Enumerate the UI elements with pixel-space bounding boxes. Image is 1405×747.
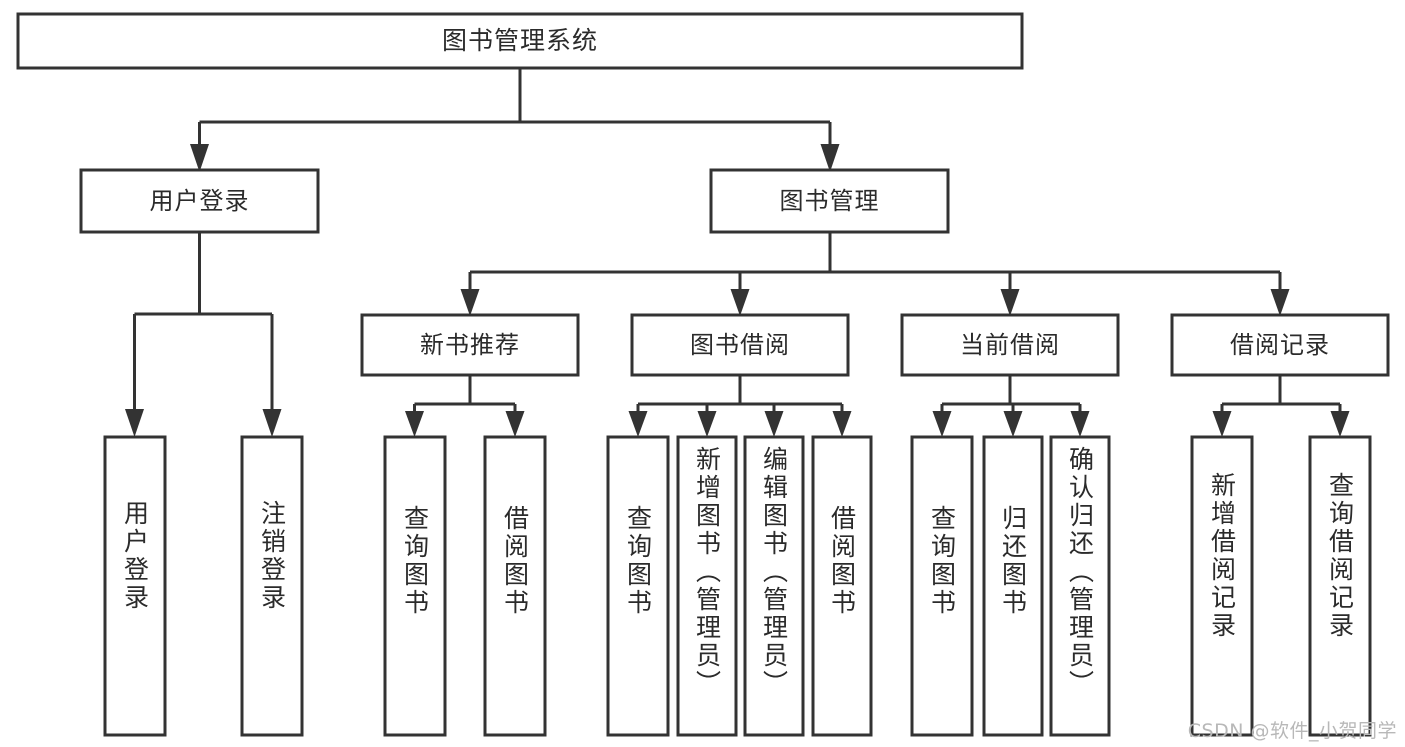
node-book-manage[interactable]: 图书管理 (709, 168, 950, 234)
watermark: CSDN @软件_小贺同学 (1187, 720, 1397, 742)
connectors-layer (125, 68, 1350, 437)
leaf-add-book-box[interactable] (676, 435, 738, 737)
leaf-user-logout-box[interactable] (240, 435, 304, 737)
arrow-head-leaf-confirm-return (1070, 411, 1090, 437)
node-borrow-record-label: 借阅记录 (1230, 331, 1330, 359)
arrow-head-leaf-query-book-1 (405, 411, 424, 437)
node-current-borrow-label: 当前借阅 (960, 331, 1060, 359)
arrow-head-leaf-query-book-2 (628, 411, 648, 437)
node-book-borrow[interactable]: 图书借阅 (630, 313, 850, 377)
arrow-head-leaf-borrow-book-2 (832, 411, 852, 437)
nodes-layer: 图书管理系统 用户登录 图书管理 新书推荐 图书借阅 当前 (16, 12, 1390, 737)
arrow-head-new-book-rec (460, 289, 480, 316)
leaf-user-login-box[interactable] (103, 435, 167, 737)
node-current-borrow-box[interactable] (900, 313, 1120, 377)
node-new-book-rec-label: 新书推荐 (420, 331, 520, 359)
arrow-head-leaf-user-login (125, 409, 144, 437)
node-book-borrow-box[interactable] (630, 313, 850, 377)
node-root[interactable]: 图书管理系统 (16, 12, 1024, 70)
node-root-label: 图书管理系统 (442, 26, 598, 55)
node-root-box[interactable] (16, 12, 1024, 70)
node-borrow-record-box[interactable] (1170, 313, 1390, 377)
leaf-add-record-box[interactable] (1190, 435, 1254, 737)
node-new-book-rec[interactable]: 新书推荐 (360, 313, 580, 377)
leaf-query-book-2-box[interactable] (606, 435, 670, 737)
node-current-borrow[interactable]: 当前借阅 (900, 313, 1120, 377)
arrow-head-book-manage (820, 144, 840, 172)
leaf-return-book-box[interactable] (982, 435, 1044, 737)
arrow-head-current-borrow (1000, 289, 1020, 316)
arrow-head-leaf-borrow-book-1 (505, 411, 525, 437)
leaf-query-record-box[interactable] (1308, 435, 1372, 737)
node-user-login-label: 用户登录 (150, 187, 250, 215)
arrow-head-leaf-add-book (697, 411, 717, 437)
node-book-manage-label: 图书管理 (780, 187, 880, 215)
arrow-head-leaf-add-record (1212, 411, 1232, 437)
arrow-head-user-login (190, 144, 209, 172)
leaf-query-book-1-box[interactable] (383, 435, 447, 737)
arrow-head-leaf-edit-book (764, 411, 784, 437)
node-book-borrow-label: 图书借阅 (690, 331, 790, 359)
node-borrow-record[interactable]: 借阅记录 (1170, 313, 1390, 377)
arrow-head-borrow-record (1270, 289, 1290, 316)
arrow-head-leaf-query-book-3 (932, 411, 952, 437)
arrow-head-leaf-query-record (1330, 411, 1350, 437)
leaf-confirm-return-box[interactable] (1049, 435, 1111, 737)
arrow-head-leaf-user-logout (262, 409, 282, 437)
leaf-query-book-3-box[interactable] (910, 435, 974, 737)
leaf-borrow-book-2-box[interactable] (811, 435, 873, 737)
node-user-login-box[interactable] (79, 168, 320, 234)
node-book-manage-box[interactable] (709, 168, 950, 234)
node-new-book-rec-box[interactable] (360, 313, 580, 377)
arrow-head-leaf-return-book (1003, 411, 1023, 437)
leaf-borrow-book-1-box[interactable] (483, 435, 547, 737)
arrow-head-book-borrow (730, 289, 750, 316)
leaf-edit-book-box[interactable] (743, 435, 805, 737)
node-user-login[interactable]: 用户登录 (79, 168, 320, 234)
